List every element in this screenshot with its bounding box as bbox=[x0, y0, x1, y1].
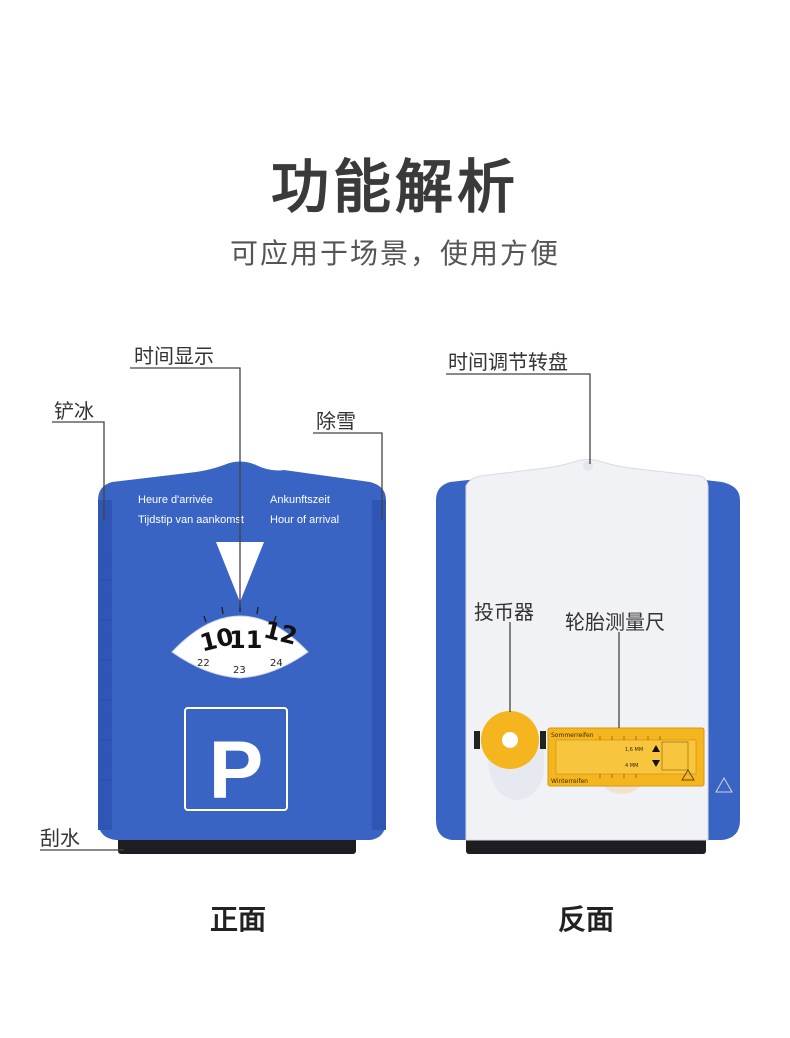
back-recycle-icon bbox=[715, 776, 733, 793]
dial-number-23: 23 bbox=[233, 665, 246, 676]
gauge-mm-winter: 4 MM bbox=[625, 763, 638, 769]
callout-line-snow-removal bbox=[313, 432, 383, 520]
front-scraper-edge bbox=[118, 836, 356, 854]
page-subtitle: 可应用于场景，使用方便 bbox=[229, 237, 560, 270]
front-caption: 正面 bbox=[209, 903, 266, 936]
gauge-arrow-up-icon bbox=[652, 745, 660, 752]
front-card: Heure d'arrivée Tijdstip van aankomst An… bbox=[98, 461, 386, 854]
gauge-slider bbox=[661, 741, 689, 771]
callout-ice-shovel: 铲冰 bbox=[54, 399, 94, 423]
callout-time-display: 时间显示 bbox=[134, 344, 214, 368]
arrival-en-text: Hour of arrival bbox=[270, 514, 339, 526]
dial-number-24: 24 bbox=[270, 658, 283, 669]
gauge-mm-summer: 1,6 MM bbox=[625, 747, 643, 753]
dial-number-11: 11 bbox=[229, 626, 262, 654]
arrival-fr-text: Heure d'arrivée bbox=[138, 494, 213, 506]
time-dial-window bbox=[171, 615, 309, 679]
page-title: 功能解析 bbox=[270, 153, 519, 221]
dial-number-22: 22 bbox=[197, 658, 210, 669]
parking-sign-frame bbox=[184, 707, 288, 811]
front-left-ridge bbox=[98, 500, 112, 830]
callout-scraper: 刮水 bbox=[40, 826, 80, 850]
callout-snow-removal: 除雪 bbox=[316, 409, 356, 433]
coin-clip-left bbox=[474, 731, 480, 749]
front-right-ridge bbox=[372, 500, 386, 830]
dial-knob bbox=[583, 461, 593, 471]
callout-time-dial: 时间调节转盘 bbox=[448, 350, 568, 374]
gauge-arrow-down-icon bbox=[652, 760, 660, 767]
gauge-winter-label: Winterreifen bbox=[551, 778, 588, 785]
callout-line-time-display bbox=[130, 367, 241, 608]
arrival-nl-text: Tijdstip van aankomst bbox=[138, 514, 244, 526]
gauge-summer-label: Sommerreifen bbox=[551, 732, 594, 739]
parking-letter: P bbox=[209, 725, 264, 816]
coin-holder-hole bbox=[502, 732, 518, 748]
arrival-de-text: Ankunftszeit bbox=[270, 494, 330, 506]
back-caption: 反面 bbox=[557, 903, 614, 936]
tire-gauge-window bbox=[555, 739, 697, 775]
recycle-icon bbox=[681, 769, 695, 781]
callout-tire-gauge: 轮胎测量尺 bbox=[565, 610, 665, 634]
callout-line-time-dial bbox=[446, 373, 591, 464]
callout-coin-holder: 投币器 bbox=[474, 600, 534, 624]
coin-clip-right bbox=[540, 731, 546, 749]
back-card: Sommerreifen Winterreifen 1,6 MM 4 MM bbox=[436, 459, 740, 854]
callout-line-ice-shovel bbox=[52, 421, 105, 520]
